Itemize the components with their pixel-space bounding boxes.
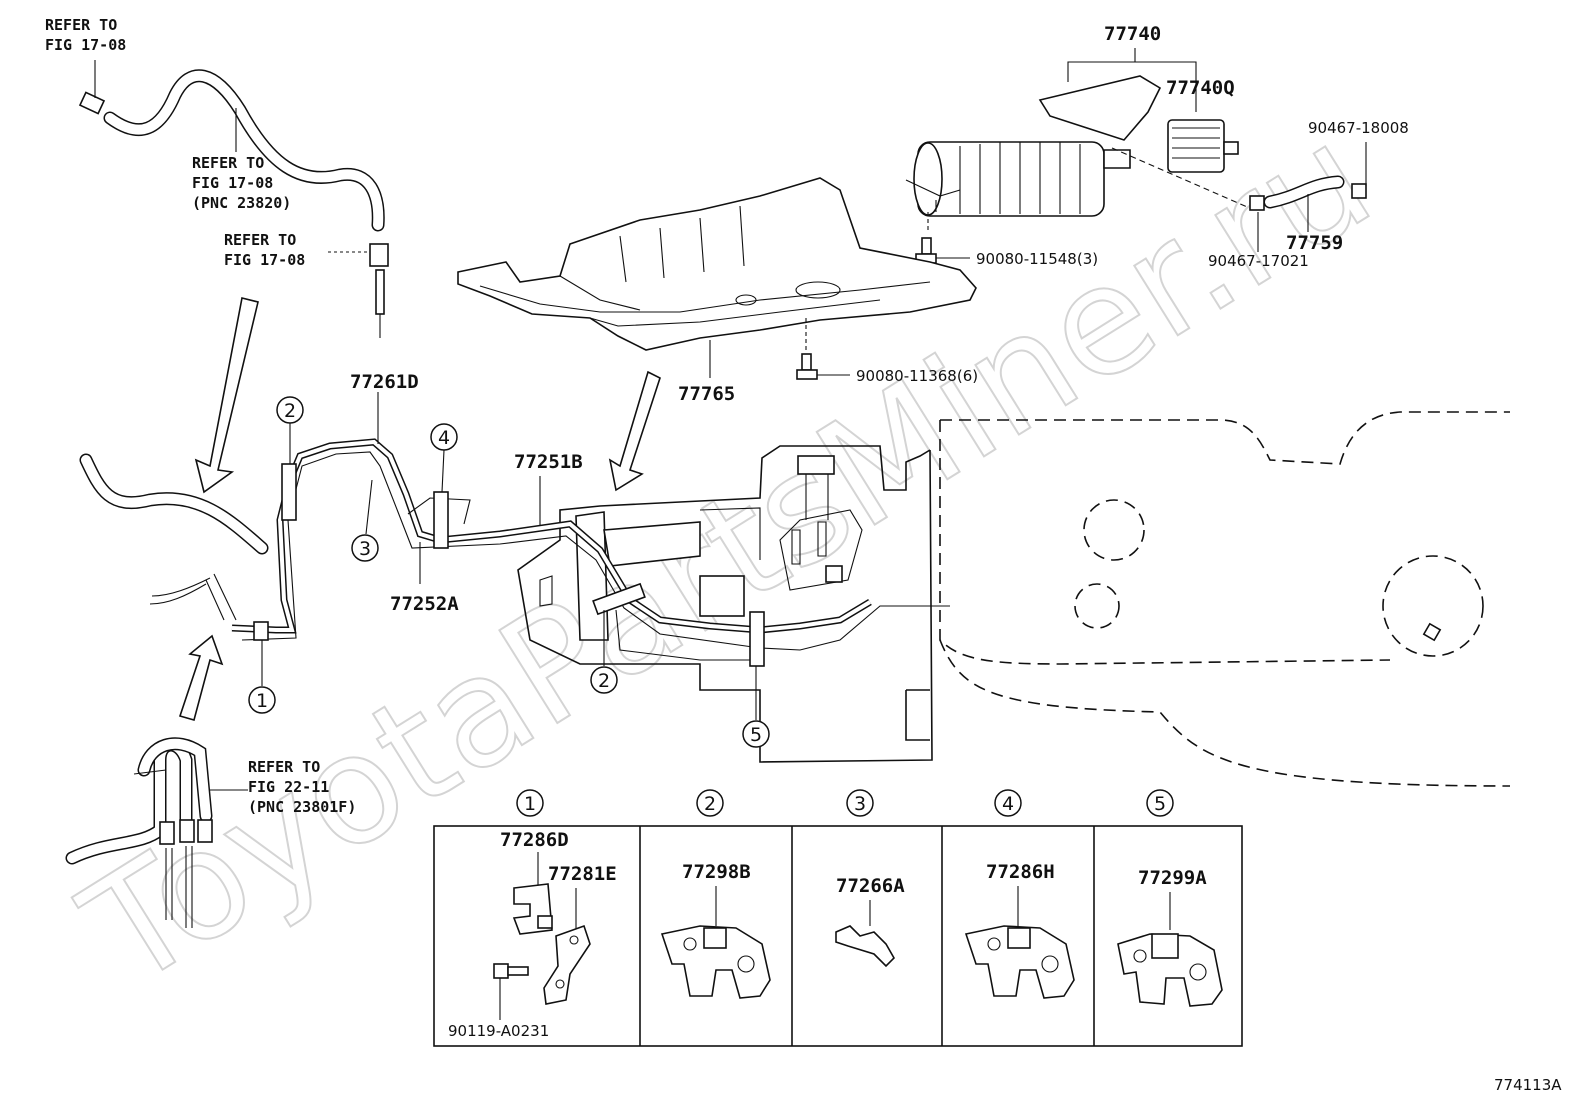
svg-text:2: 2 [284,400,296,422]
part-77266a[interactable]: 77266A [836,875,905,897]
svg-text:3: 3 [854,793,866,815]
detail-header-1: 1 [516,789,544,817]
detail-table: 1 2 3 4 5 77286D 77281E [433,789,1243,1047]
detail-header-4: 4 [994,789,1022,817]
clamp-77298b-drawing [660,925,771,999]
svg-text:5: 5 [1154,793,1166,815]
svg-text:1: 1 [256,690,268,712]
callout-1[interactable]: 1 [248,640,276,714]
clamp-2b[interactable] [592,582,646,616]
wire-harness-77261d[interactable] [231,438,950,661]
part-77740[interactable]: 77740 [1104,23,1161,45]
svg-text:4: 4 [438,427,450,449]
reference-fig-17-08-pnc23820: REFER TO FIG 17-08 (PNC 23820) [192,154,291,212]
part-90119-a0231[interactable]: 90119-A0231 [448,1022,549,1040]
clamp-5[interactable] [749,611,765,667]
arrow-down-icon [194,297,259,494]
clamp-77286h-drawing [964,925,1075,999]
svg-text:1: 1 [524,793,536,815]
bolt-90119-a0231-drawing [493,963,529,979]
svg-text:2: 2 [598,670,610,692]
clamp-1[interactable] [253,621,269,641]
vent-tube-upper[interactable] [103,69,385,232]
wire-ends-left [149,573,237,621]
detail-header-5: 5 [1146,789,1174,817]
part-90467-17021[interactable]: 90467-17021 [1208,252,1309,270]
reference-fig-17-08-b: REFER TO FIG 17-08 [224,231,305,269]
hose-77759[interactable] [1249,175,1367,211]
arrow-up-icon [178,634,224,721]
part-77765[interactable]: 77765 [678,383,735,405]
part-77286d[interactable]: 77286D [500,829,569,851]
svg-text:2: 2 [704,793,716,815]
part-77299a[interactable]: 77299A [1138,867,1207,889]
detail-header-2: 2 [696,789,724,817]
bolt-90080-11548[interactable] [915,237,970,264]
callout-2b[interactable]: 2 [590,610,618,694]
svg-text:5: 5 [750,724,762,746]
clip-77266a-drawing [835,925,895,968]
arrow-down-icon [608,370,661,492]
part-77298b[interactable]: 77298B [682,861,751,883]
detail-header-3: 3 [846,789,874,817]
fuel-tank-outline [939,411,1511,787]
part-77286h[interactable]: 77286H [986,861,1055,883]
clip-icon [78,60,106,115]
part-77740q[interactable]: 77740Q [1166,77,1235,99]
reference-fig-17-08-a: REFER TO FIG 17-08 [45,16,126,54]
part-77252a[interactable]: 77252A [390,593,459,615]
bolt-90080-11368[interactable] [796,353,850,380]
callout-5[interactable]: 5 [742,666,770,748]
part-90467-18008[interactable]: 90467-18008 [1308,119,1409,137]
svg-text:4: 4 [1002,793,1014,815]
callout-2a[interactable]: 2 [276,396,304,464]
callout-4[interactable]: 4 [430,423,458,493]
body-frame [517,445,933,763]
part-90080-11548[interactable]: 90080-11548(3) [976,250,1098,268]
clamp-77286d-drawing [512,883,553,935]
figure-code: 774113A [1494,1076,1562,1094]
callout-3[interactable]: 3 [351,479,379,562]
protector-plate-77765[interactable] [457,177,977,351]
fuel-hose-left[interactable] [79,453,269,555]
part-77251b[interactable]: 77251B [514,451,583,473]
reference-fig-22-11-pnc23801f: REFER TO FIG 22-11 (PNC 23801F) [248,758,356,816]
part-77759[interactable]: 77759 [1286,232,1343,254]
part-77261d[interactable]: 77261D [350,371,419,393]
fuel-hoses-lower-left[interactable] [65,737,213,928]
clamp-2a[interactable] [281,463,297,521]
part-90080-11368[interactable]: 90080-11368(6) [856,367,978,385]
bracket-77281e-drawing [543,924,591,1005]
clamp-77299a-drawing [1117,933,1223,1007]
part-77281e[interactable]: 77281E [548,863,617,885]
connector-icon [328,243,389,338]
charcoal-canister[interactable] [905,75,1239,217]
svg-text:3: 3 [359,538,371,560]
clamp-4[interactable] [433,491,449,549]
